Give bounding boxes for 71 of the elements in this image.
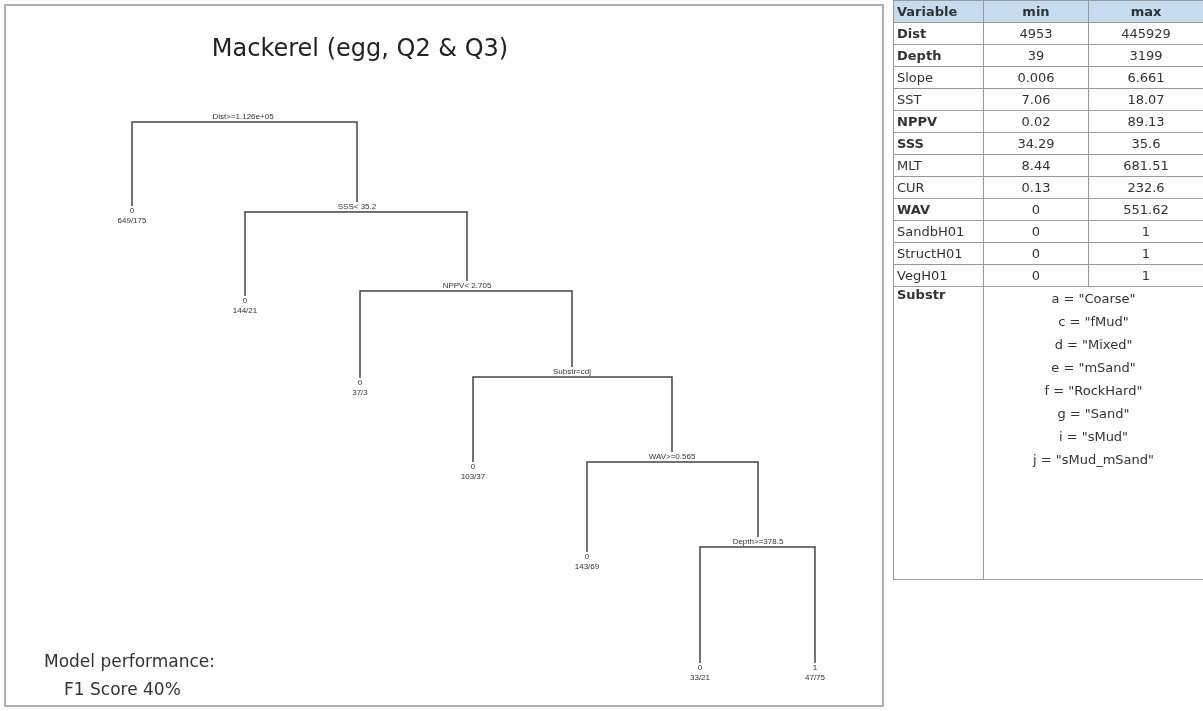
table-cell: 8.44 — [983, 154, 1089, 177]
code-definition: d = "Mixed" — [1053, 336, 1134, 354]
table-cell: 39 — [983, 44, 1089, 67]
tree-branch — [131, 121, 244, 207]
header-cell: max — [1088, 0, 1203, 23]
header-cell: min — [983, 0, 1089, 23]
table-cell: CUR — [893, 176, 984, 199]
count-label: 103/37 — [460, 472, 486, 482]
code-definition: j = "sMud_mSand" — [1031, 451, 1156, 469]
split-label: Substr=cdj — [551, 367, 593, 377]
count-label: 47/75 — [805, 673, 825, 683]
class-label: 0 — [696, 663, 704, 673]
tree-branch — [472, 376, 573, 463]
tree-branch — [356, 211, 468, 282]
count-label: 33/21 — [690, 673, 710, 683]
table-cell: SandbH01 — [893, 220, 984, 243]
table-cell: 0 — [983, 220, 1089, 243]
count-label: 649/175 — [117, 216, 147, 226]
split-label: WAV>=0.565 — [646, 452, 698, 462]
table-cell: StructH01 — [893, 242, 984, 265]
class-label: 0 — [469, 462, 477, 472]
table-cell: VegH01 — [893, 264, 984, 287]
split-label: Depth>=378.5 — [730, 537, 786, 547]
table-cell: NPPV — [893, 110, 984, 133]
table-cell: MLT — [893, 154, 984, 177]
table-cell: 7.06 — [983, 88, 1089, 111]
code-definition: c = "fMud" — [1057, 313, 1130, 331]
class-label: 1 — [811, 663, 819, 673]
class-label: 0 — [128, 206, 136, 216]
note-text: Model performance: — [44, 651, 216, 671]
code-definition: g = "Sand" — [1056, 405, 1131, 423]
table-cell: 4953 — [983, 22, 1089, 45]
count-label: 37/3 — [352, 388, 368, 398]
table-cell: 0 — [983, 264, 1089, 287]
code-definition: a = "Coarse" — [1050, 290, 1137, 308]
chart-title: Mackerel (egg, Q2 & Q3) — [210, 34, 510, 62]
table-cell: SSS — [893, 132, 984, 155]
table-cell: Depth — [893, 44, 984, 67]
class-label: 0 — [356, 378, 364, 388]
table-cell: 0.13 — [983, 176, 1089, 199]
table-cell: 0 — [983, 242, 1089, 265]
count-label: 143/69 — [574, 562, 600, 572]
tree-branch — [244, 211, 358, 297]
tree-branch — [359, 290, 468, 379]
split-label: Dist>=1.126e+05 — [210, 112, 276, 122]
header-cell: Variable — [893, 0, 984, 23]
tree-branch — [586, 461, 673, 553]
table-cell: WAV — [893, 198, 984, 221]
split-label: SSS< 35.2 — [335, 202, 379, 212]
table-cell: Slope — [893, 66, 984, 89]
table-cell: 0.006 — [983, 66, 1089, 89]
table-cell: Substr — [893, 286, 984, 580]
tree-branch — [699, 546, 759, 664]
tree-branch — [671, 461, 759, 538]
table-cell: 34.29 — [983, 132, 1089, 155]
table-cell: 0.02 — [983, 110, 1089, 133]
tree-branch — [571, 376, 673, 453]
tree-branch — [242, 121, 358, 203]
code-definition: i = "sMud" — [1057, 428, 1130, 446]
code-definition: e = "mSand" — [1050, 359, 1137, 377]
table-cell: Dist — [893, 22, 984, 45]
class-label: 0 — [583, 552, 591, 562]
code-definition: f = "RockHard" — [1043, 382, 1144, 400]
split-label: NPPV< 2.705 — [440, 281, 494, 291]
count-label: 144/21 — [232, 306, 258, 316]
table-cell: SST — [893, 88, 984, 111]
tree-branch — [466, 290, 573, 368]
note-text: F1 Score 40% — [64, 679, 181, 699]
class-label: 0 — [241, 296, 249, 306]
table-cell: 0 — [983, 198, 1089, 221]
tree-branch — [757, 546, 816, 664]
